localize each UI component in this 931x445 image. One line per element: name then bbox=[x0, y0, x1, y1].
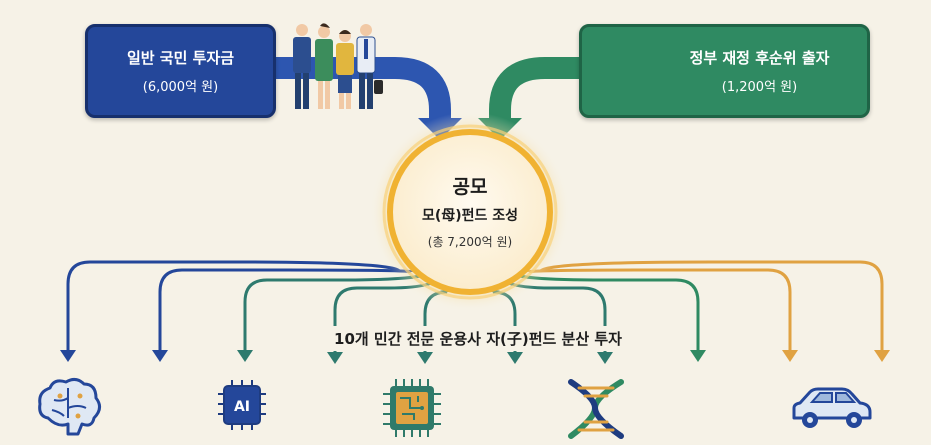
public-investment-box: 일반 국민 투자금 (6,000억 원) bbox=[85, 24, 276, 118]
distribution-arrow-head bbox=[507, 352, 523, 364]
mother-fund-text: 공모 모(母)펀드 조성 (총 7,200억 원) bbox=[395, 172, 545, 250]
people-group-icon bbox=[293, 23, 383, 109]
distribution-arrow-head bbox=[417, 352, 433, 364]
government-funding-box: 정부 재정 후순위 출자 (1,200억 원) bbox=[579, 24, 870, 118]
car-icon bbox=[792, 387, 872, 428]
mother-fund-title: 공모 bbox=[452, 176, 488, 198]
distribution-arrow-head bbox=[152, 350, 168, 362]
distribution-arrow-head bbox=[327, 352, 343, 364]
ai-chip-label: AI bbox=[234, 399, 250, 415]
distribution-arrow-head bbox=[597, 352, 613, 364]
semiconductor-chip-icon bbox=[383, 379, 441, 437]
public-investment-amount: (6,000억 원) bbox=[142, 80, 219, 95]
distribution-arrow-head bbox=[782, 350, 798, 362]
mother-fund-total: (총 7,200억 원) bbox=[427, 235, 513, 249]
ai-chip-icon: AI bbox=[218, 380, 266, 430]
distribution-arrow-head bbox=[690, 350, 706, 362]
center-disc bbox=[387, 129, 553, 295]
distribution-arrow-head bbox=[874, 350, 890, 362]
brain-icon bbox=[38, 377, 101, 436]
public-investment-title: 일반 국민 투자금 bbox=[126, 49, 235, 67]
mother-fund-subtitle: 모(母)펀드 조성 bbox=[421, 208, 519, 224]
distribution-arrow-head bbox=[237, 350, 253, 362]
distribution-arrow-head bbox=[60, 350, 76, 362]
government-funding-amount: (1,200억 원) bbox=[721, 80, 798, 95]
distribution-label: 10개 민간 전문 운용사 자(子)펀드 분산 투자 bbox=[268, 326, 688, 351]
dna-icon bbox=[568, 379, 624, 439]
government-funding-title: 정부 재정 후순위 출자 bbox=[689, 49, 830, 67]
